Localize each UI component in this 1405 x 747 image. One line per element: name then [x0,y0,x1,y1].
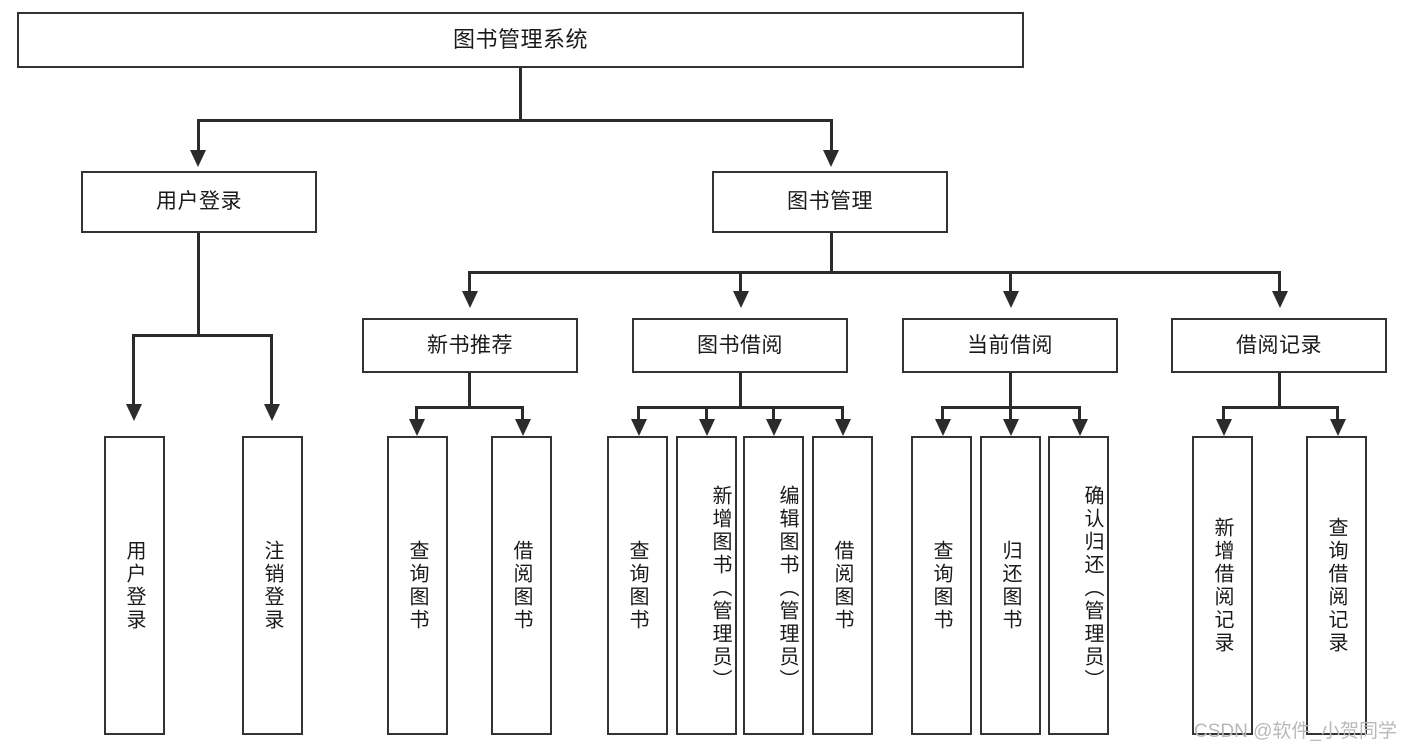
leaf-bb-borrow-book[interactable]: 借阅图书 [812,436,873,735]
node-label: 图书借阅 [697,333,783,357]
node-book-management[interactable]: 图书管理 [712,171,948,233]
edge-bb-to-leaf-1 [637,406,640,420]
leaf-label: 新增借阅记录 [1211,516,1233,655]
node-book-borrow[interactable]: 图书借阅 [632,318,848,373]
node-root-book-management-system[interactable]: 图书管理系统 [17,12,1024,68]
edge-borrow-record-stem [1278,373,1281,408]
edge-bm-to-borrow-record [1278,271,1281,293]
edge-book-management-bar [468,271,1278,274]
node-label: 图书管理系统 [452,26,588,52]
leaf-label: 借阅图书 [510,539,532,632]
arrow-cb-to-leaf-3 [1072,419,1088,436]
leaf-bb-query-book[interactable]: 查询图书 [607,436,668,735]
node-new-book-recommend[interactable]: 新书推荐 [362,318,578,373]
leaf-nb-query-book[interactable]: 查询图书 [387,436,448,735]
edge-user-login-stem [197,233,200,336]
leaf-label: 确认归还（管理员） [1081,485,1103,692]
arrow-bm-to-new-book [462,291,478,308]
arrow-root-to-user-login [190,150,206,167]
arrow-cb-to-leaf-2 [1003,419,1019,436]
arrow-bb-to-leaf-4 [835,419,851,436]
leaf-label: 查询图书 [626,539,648,632]
edge-book-borrow-stem [739,373,742,408]
node-label: 用户登录 [156,190,242,214]
arrow-nb-to-leaf-2 [515,419,531,436]
edge-cb-to-leaf-3 [1078,406,1081,420]
leaf-user-login[interactable]: 用户登录 [104,436,165,735]
leaf-user-logout[interactable]: 注销登录 [242,436,303,735]
edge-cb-to-leaf-2 [1009,406,1012,420]
arrow-root-to-book-management [823,150,839,167]
leaf-bb-add-book-admin[interactable]: 新增图书（管理员） [676,436,737,735]
leaf-br-add-record[interactable]: 新增借阅记录 [1192,436,1253,735]
edge-cb-to-leaf-1 [941,406,944,420]
arrow-cb-to-leaf-1 [935,419,951,436]
edge-current-borrow-stem [1009,373,1012,408]
edge-nb-to-leaf-2 [521,406,524,420]
node-label: 图书管理 [787,190,873,214]
leaf-cb-query-book[interactable]: 查询图书 [911,436,972,735]
leaf-label: 查询图书 [406,539,428,632]
edge-nb-to-leaf-1 [415,406,418,420]
edge-book-borrow-bar [637,406,844,409]
edge-root-stem [519,68,522,121]
edge-br-to-leaf-1 [1222,406,1225,420]
edge-root-to-user-login [197,119,200,152]
node-current-borrow[interactable]: 当前借阅 [902,318,1118,373]
leaf-label: 归还图书 [999,539,1021,632]
node-label: 新书推荐 [427,333,513,357]
edge-borrow-record-bar [1222,406,1336,409]
leaf-cb-return-book[interactable]: 归还图书 [980,436,1041,735]
edge-bm-to-new-book [468,271,471,293]
edge-bb-to-leaf-3 [772,406,775,420]
node-borrow-record[interactable]: 借阅记录 [1171,318,1387,373]
leaf-label: 新增图书（管理员） [709,485,731,692]
arrow-bm-to-borrow-record [1272,291,1288,308]
edge-bb-to-leaf-2 [705,406,708,420]
arrow-bb-to-leaf-3 [766,419,782,436]
arrow-br-to-leaf-1 [1216,419,1232,436]
leaf-label: 用户登录 [123,539,145,632]
arrow-bb-to-leaf-2 [699,419,715,436]
edge-root-bar [197,119,833,122]
leaf-label: 查询借阅记录 [1325,516,1347,655]
leaf-label: 编辑图书（管理员） [776,485,798,692]
arrow-bm-to-book-borrow [733,291,749,308]
arrow-user-login-to-leaf-2 [264,404,280,421]
edge-bb-to-leaf-4 [841,406,844,420]
edge-br-to-leaf-2 [1336,406,1339,420]
arrow-bb-to-leaf-1 [631,419,647,436]
edge-root-to-book-management [830,119,833,152]
leaf-cb-confirm-return-admin[interactable]: 确认归还（管理员） [1048,436,1109,735]
arrow-bm-to-current-borrow [1003,291,1019,308]
edge-user-login-to-leaf-2 [270,334,273,406]
edge-user-login-to-leaf-1 [132,334,135,406]
edge-user-login-bar [132,334,272,337]
edge-bm-to-current-borrow [1009,271,1012,293]
arrow-br-to-leaf-2 [1330,419,1346,436]
leaf-br-query-record[interactable]: 查询借阅记录 [1306,436,1367,735]
leaf-bb-edit-book-admin[interactable]: 编辑图书（管理员） [743,436,804,735]
leaf-label: 借阅图书 [831,539,853,632]
edge-book-management-stem [830,233,833,273]
leaf-label: 注销登录 [261,539,283,632]
leaf-label: 查询图书 [930,539,952,632]
leaf-nb-borrow-book[interactable]: 借阅图书 [491,436,552,735]
node-user-login[interactable]: 用户登录 [81,171,317,233]
arrow-user-login-to-leaf-1 [126,404,142,421]
edge-new-book-stem [468,373,471,408]
node-label: 当前借阅 [967,333,1053,357]
edge-new-book-bar [415,406,523,409]
arrow-nb-to-leaf-1 [409,419,425,436]
edge-bm-to-book-borrow [739,271,742,293]
node-label: 借阅记录 [1236,333,1322,357]
